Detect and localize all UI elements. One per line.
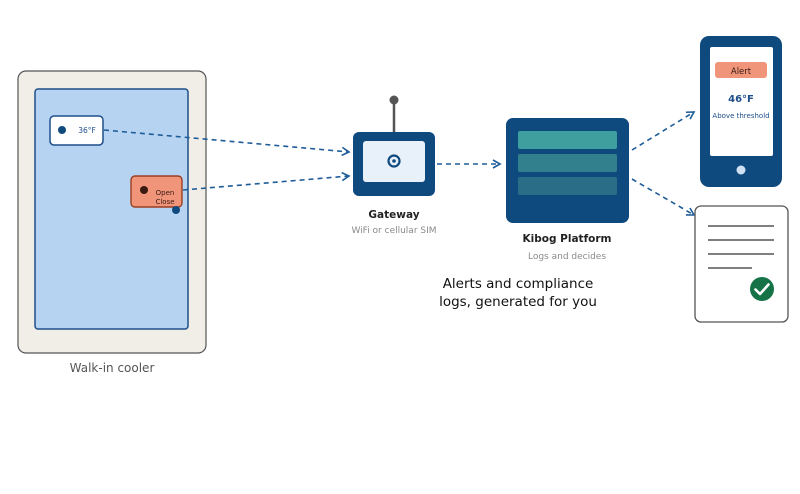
antenna-tip-icon [389, 95, 399, 105]
temp-sensor-value: 36°F [78, 126, 96, 135]
arrow-door-to-gateway [182, 171, 351, 191]
door-sensor-open: Open [156, 189, 175, 197]
phone-status: Above threshold [712, 112, 769, 120]
server-row-1 [518, 131, 617, 149]
headline-line-2: logs, generated for you [439, 294, 597, 310]
gateway-status-icon [387, 154, 401, 168]
arrow-platform-to-report [631, 178, 696, 216]
platform-server [506, 118, 629, 223]
headline-line-1: Alerts and compliance [443, 276, 594, 292]
alert-label: Alert [731, 67, 752, 77]
cooler-interior [34, 88, 189, 330]
door-sensor: Open Close [130, 175, 183, 214]
server-row-2 [518, 154, 617, 172]
home-button-icon [736, 165, 746, 175]
compliance-report [694, 205, 789, 323]
platform-title: Kibog Platform [523, 233, 612, 245]
gateway-title: Gateway [368, 209, 419, 221]
checkmark-icon [750, 277, 774, 301]
gateway-subtitle: WiFi or cellular SIM [351, 226, 436, 236]
phone-device: Alert 46°F Above threshold [700, 36, 782, 187]
gateway-device [353, 95, 435, 196]
cooler-label: Walk-in cooler [70, 361, 155, 375]
sensor-dot-icon [58, 126, 66, 134]
phone-temp: 46°F [728, 94, 754, 105]
door-magnet-icon [172, 206, 180, 214]
alert-badge [715, 62, 767, 78]
door-sensor-dot-icon [140, 186, 148, 194]
server-row-3 [518, 177, 617, 195]
arrow-platform-to-phone [631, 111, 696, 151]
door-sensor-close: Close [155, 198, 174, 206]
arrow-temp-to-gateway [103, 129, 351, 157]
platform-subtitle: Logs and decides [528, 252, 606, 262]
temperature-sensor: 36°F [49, 115, 104, 146]
